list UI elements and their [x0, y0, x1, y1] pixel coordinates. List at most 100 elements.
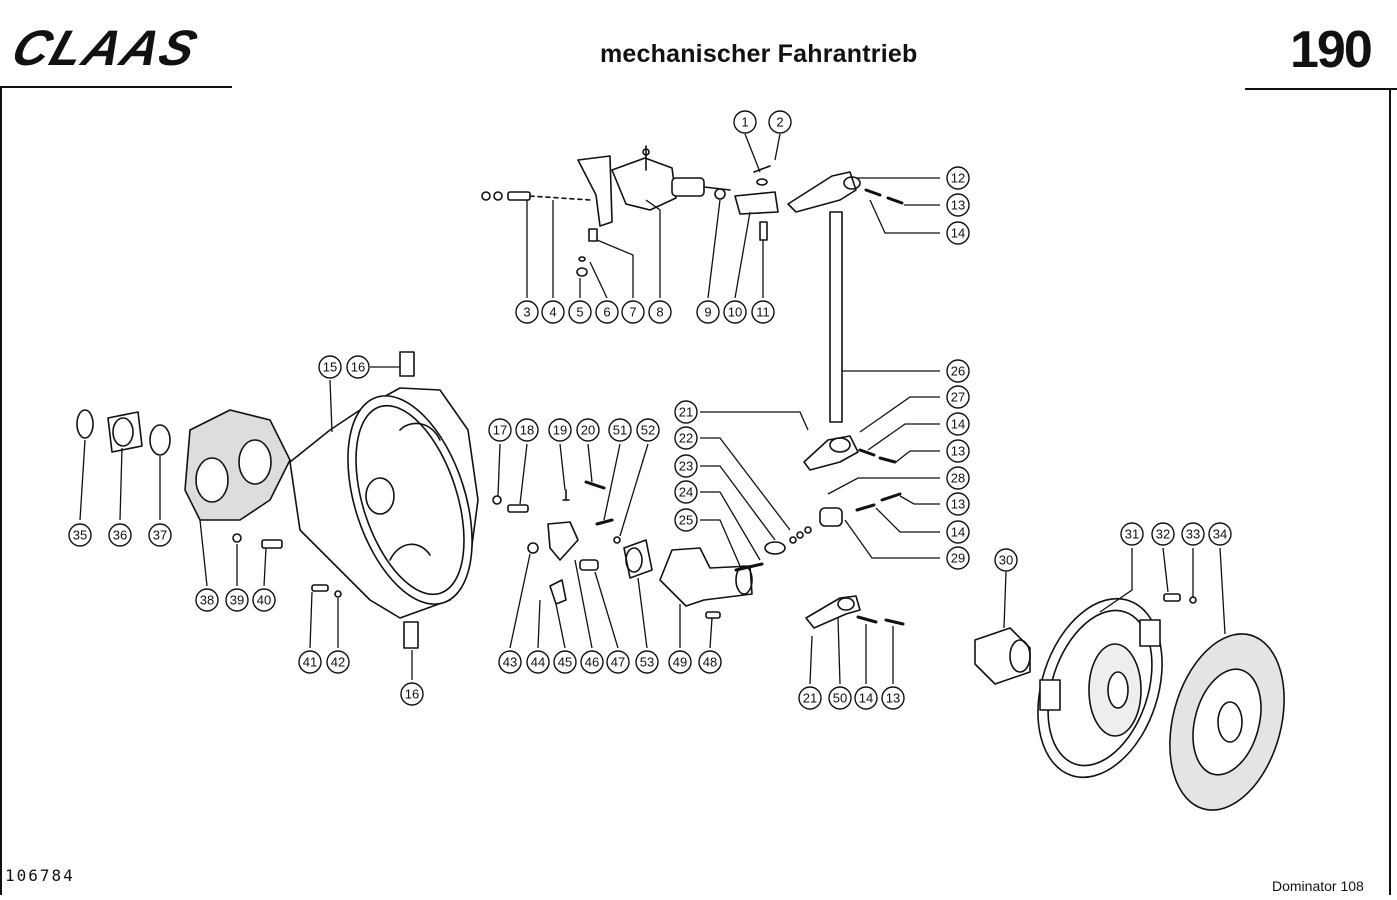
- throwout-bearing: [974, 627, 1031, 685]
- svg-text:47: 47: [611, 655, 625, 670]
- callout-36: 36: [108, 523, 132, 547]
- callout-4: 4: [541, 300, 565, 324]
- svg-text:31: 31: [1125, 527, 1139, 542]
- callout-29: 29: [946, 546, 970, 570]
- callout-27: 27: [946, 385, 970, 409]
- svg-text:33: 33: [1186, 527, 1200, 542]
- svg-text:4: 4: [549, 305, 556, 320]
- callout-12: 12: [946, 166, 970, 190]
- callout-11: 11: [751, 300, 775, 324]
- callout-21: 21: [674, 400, 698, 424]
- callout-23: 23: [674, 454, 698, 478]
- svg-text:10: 10: [728, 305, 742, 320]
- callout-16: 16: [400, 682, 424, 706]
- callout-9: 9: [696, 300, 720, 324]
- callout-25: 25: [674, 508, 698, 532]
- callout-49: 49: [668, 650, 692, 674]
- svg-text:44: 44: [531, 655, 545, 670]
- page-title: mechanischer Fahrantrieb: [600, 40, 918, 68]
- svg-text:7: 7: [629, 305, 636, 320]
- callout-34: 34: [1208, 522, 1232, 546]
- callout-13: 13: [881, 686, 905, 710]
- svg-text:36: 36: [113, 528, 127, 543]
- callout-40: 40: [252, 588, 276, 612]
- callout-53: 53: [635, 650, 659, 674]
- lower-lever: [805, 595, 905, 629]
- svg-text:38: 38: [200, 593, 214, 608]
- callout-20: 20: [576, 418, 600, 442]
- callout-48: 48: [698, 650, 722, 674]
- callout-14: 14: [946, 520, 970, 544]
- callout-14: 14: [946, 412, 970, 436]
- callout-30: 30: [994, 548, 1018, 572]
- svg-text:46: 46: [585, 655, 599, 670]
- svg-text:27: 27: [951, 390, 965, 405]
- callout-46: 46: [580, 650, 604, 674]
- svg-text:14: 14: [951, 226, 965, 241]
- callout-42: 42: [326, 650, 350, 674]
- shaft-lever: [803, 435, 902, 527]
- model-name: Dominator 108: [1272, 878, 1364, 894]
- callout-51: 51: [608, 418, 632, 442]
- svg-text:53: 53: [640, 655, 654, 670]
- svg-text:32: 32: [1156, 527, 1170, 542]
- callout-38: 38: [195, 588, 219, 612]
- svg-text:45: 45: [558, 655, 572, 670]
- page-number: 190: [1290, 21, 1373, 79]
- svg-text:25: 25: [679, 513, 693, 528]
- svg-text:16: 16: [405, 687, 419, 702]
- svg-text:40: 40: [257, 593, 271, 608]
- svg-text:22: 22: [679, 431, 693, 446]
- svg-text:26: 26: [951, 364, 965, 379]
- svg-text:5: 5: [576, 305, 583, 320]
- callout-45: 45: [553, 650, 577, 674]
- svg-text:13: 13: [951, 198, 965, 213]
- svg-text:52: 52: [641, 423, 655, 438]
- svg-text:6: 6: [603, 305, 610, 320]
- svg-text:14: 14: [951, 417, 965, 432]
- svg-text:16: 16: [351, 360, 365, 375]
- svg-text:9: 9: [704, 305, 711, 320]
- clutch-housing: [289, 351, 479, 649]
- svg-text:15: 15: [323, 360, 337, 375]
- bearing-set: [76, 409, 291, 521]
- svg-text:37: 37: [153, 528, 167, 543]
- callout-52: 52: [636, 418, 660, 442]
- svg-text:2: 2: [776, 115, 783, 130]
- svg-text:17: 17: [493, 423, 507, 438]
- svg-text:11: 11: [756, 305, 770, 320]
- callout-21: 21: [798, 686, 822, 710]
- callout-31: 31: [1120, 522, 1144, 546]
- callout-1: 1: [733, 110, 757, 134]
- svg-text:28: 28: [951, 471, 965, 486]
- svg-text:14: 14: [951, 525, 965, 540]
- callout-14: 14: [946, 221, 970, 245]
- callout-3: 3: [515, 300, 539, 324]
- svg-text:18: 18: [520, 423, 534, 438]
- callout-32: 32: [1151, 522, 1175, 546]
- callout-44: 44: [526, 650, 550, 674]
- callout-18: 18: [515, 418, 539, 442]
- callout-5: 5: [568, 300, 592, 324]
- header-rules: [0, 86, 1397, 895]
- svg-text:30: 30: [999, 553, 1013, 568]
- parts-drawing: [76, 145, 1285, 811]
- callout-8: 8: [648, 300, 672, 324]
- svg-text:12: 12: [951, 171, 965, 186]
- callout-19: 19: [548, 418, 572, 442]
- callout-13: 13: [946, 439, 970, 463]
- document-id: 106784: [5, 866, 75, 885]
- leader-lines: [79, 133, 1226, 685]
- release-sleeve: [623, 526, 812, 619]
- svg-text:13: 13: [951, 444, 965, 459]
- svg-text:21: 21: [803, 691, 817, 706]
- svg-text:43: 43: [503, 655, 517, 670]
- clutch-disc: [1169, 633, 1285, 811]
- claas-logo: CLAAS: [5, 20, 205, 76]
- callout-39: 39: [225, 588, 249, 612]
- callout-50: 50: [828, 686, 852, 710]
- upper-lever: [787, 171, 904, 213]
- callout-22: 22: [674, 426, 698, 450]
- callout-37: 37: [148, 523, 172, 547]
- callout-47: 47: [606, 650, 630, 674]
